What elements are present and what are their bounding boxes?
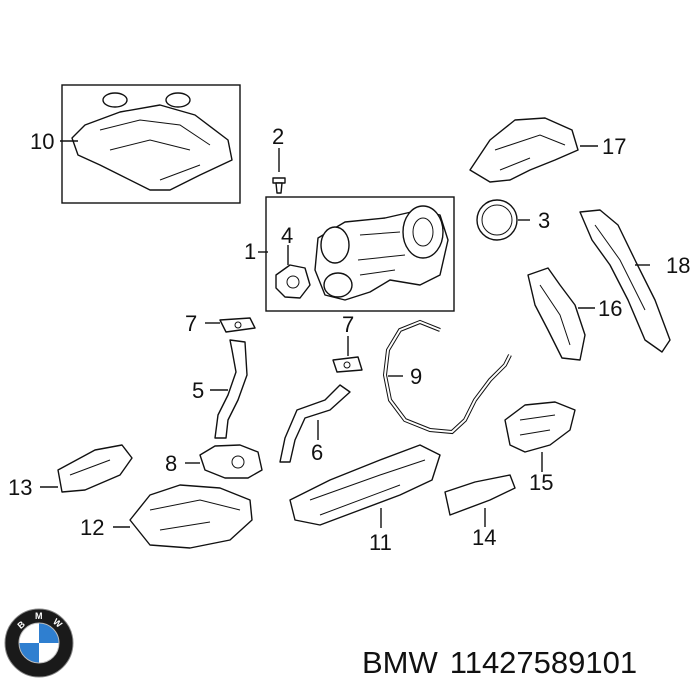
callout-4: 4 — [281, 223, 293, 248]
caption-brand: BMW — [362, 645, 438, 680]
part-15-heat-shield — [504, 401, 576, 453]
leader-lines — [40, 140, 650, 528]
part-13-bracket — [57, 444, 133, 493]
part-12-heat-shield — [129, 484, 253, 549]
part-1-frame — [265, 196, 455, 312]
part-7-gasket-upper — [219, 317, 256, 333]
part-14-heat-shield — [444, 474, 516, 516]
callout-8: 8 — [165, 451, 177, 476]
part-5-oil-line — [214, 339, 248, 439]
caption-part-number: 11427589101 — [449, 645, 638, 680]
callout-7-upper: 7 — [185, 311, 197, 336]
part-3-clamp — [476, 199, 518, 241]
callout-1: 1 — [244, 239, 256, 264]
part-2-screw — [272, 177, 286, 194]
part-7-gasket-lower — [332, 356, 363, 373]
callout-10: 10 — [30, 129, 54, 154]
callout-3: 3 — [538, 208, 550, 233]
part-10-frame — [61, 84, 241, 204]
callout-14: 14 — [472, 525, 496, 550]
callout-17: 17 — [602, 134, 626, 159]
callout-13: 13 — [8, 475, 32, 500]
bmw-logo-letter-m: M — [35, 611, 43, 621]
bmw-roundel-logo: B M W — [4, 608, 74, 678]
callout-6: 6 — [311, 440, 323, 465]
callout-16: 16 — [598, 296, 622, 321]
part-8-flange — [199, 444, 263, 479]
callout-7-lower: 7 — [342, 312, 354, 337]
part-6-return-line — [279, 384, 351, 463]
callout-12: 12 — [80, 515, 104, 540]
part-16-heat-shield — [527, 267, 586, 361]
part-17-heat-shield — [469, 117, 579, 183]
callout-15: 15 — [529, 470, 553, 495]
callout-11: 11 — [369, 530, 392, 555]
part-4-actuator — [275, 264, 311, 299]
part-9-coolant-line — [382, 319, 512, 435]
callout-9: 9 — [410, 364, 422, 389]
part-1-turbocharger — [314, 205, 449, 301]
part-18-heat-shield — [579, 209, 671, 353]
bmw-logo-letter-b: B — [15, 619, 27, 631]
part-caption: BMW 11427589101 — [362, 645, 649, 681]
callout-18: 18 — [666, 253, 690, 278]
callout-5: 5 — [192, 378, 204, 403]
part-10-engine-cover — [71, 92, 233, 191]
part-11-heat-shield — [289, 444, 441, 526]
callout-2: 2 — [272, 124, 284, 149]
